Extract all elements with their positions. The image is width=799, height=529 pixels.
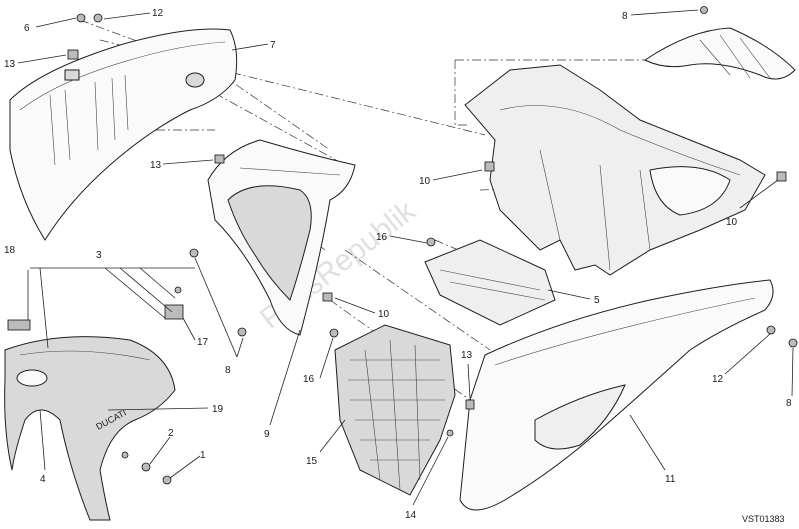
reference-code: VST01383 — [742, 514, 785, 524]
rear-subframe — [464, 64, 766, 276]
under-tray — [424, 239, 556, 326]
pin-14 — [446, 429, 454, 437]
callout-8: 8 — [786, 398, 792, 409]
clip-13b — [214, 154, 225, 164]
callout-7: 7 — [270, 40, 276, 51]
callout-5: 5 — [594, 295, 600, 306]
callout-18: 18 — [4, 245, 16, 256]
washer-12 — [93, 13, 103, 23]
callout-10: 10 — [378, 309, 390, 320]
screw-1 — [162, 475, 172, 485]
screw-8c — [237, 327, 247, 337]
hardware — [7, 6, 798, 485]
screw-8a — [700, 6, 708, 14]
callout-13: 13 — [150, 160, 162, 171]
bracket-17 — [164, 304, 184, 320]
clip-13a — [67, 49, 79, 60]
washer-2 — [141, 462, 151, 472]
clip-10c — [322, 292, 333, 302]
clip-10a — [484, 161, 495, 172]
callout-17: 17 — [197, 337, 209, 348]
leader-lines — [17, 9, 794, 506]
callout-13: 13 — [4, 59, 16, 70]
callout-19: 19 — [212, 404, 224, 415]
callout-3: 3 — [96, 250, 102, 261]
clip-10b — [776, 171, 787, 182]
screw-16a — [426, 237, 436, 247]
clip-13c — [465, 399, 475, 410]
callout-9: 9 — [264, 429, 270, 440]
screw-8b — [189, 248, 199, 258]
callout-10: 10 — [419, 176, 431, 187]
callout-16: 16 — [376, 232, 388, 243]
washer-12b — [766, 325, 776, 335]
callout-16: 16 — [303, 374, 315, 385]
mesh-grille — [334, 324, 456, 496]
screw-17 — [174, 286, 182, 294]
callout-13: 13 — [461, 350, 473, 361]
grommet — [121, 451, 129, 459]
callout-14: 14 — [405, 510, 417, 521]
callout-15: 15 — [306, 456, 318, 467]
callout-10: 10 — [726, 217, 738, 228]
callout-11: 11 — [665, 474, 676, 485]
callout-8: 8 — [622, 11, 628, 22]
callout-12: 12 — [712, 374, 724, 385]
side-fairing-upper — [9, 28, 238, 241]
screw-8d — [788, 338, 798, 348]
callout-8: 8 — [225, 365, 231, 376]
callout-12: 12 — [152, 8, 164, 19]
callout-4: 4 — [40, 474, 46, 485]
belly-fairing-lower — [459, 279, 774, 511]
screw-16b — [329, 328, 339, 338]
callout-6: 6 — [24, 23, 30, 34]
small-cover-top-right — [644, 27, 796, 80]
sticker-18 — [7, 319, 31, 331]
callout-1: 1 — [200, 450, 206, 461]
front-fender: DUCATI — [4, 336, 176, 521]
callout-numbers: 6 12 7 13 13 8 10 10 16 5 18 3 17 8 9 10… — [4, 8, 792, 521]
callout-2: 2 — [168, 428, 174, 439]
inner-frame-panel — [207, 139, 356, 336]
screw-6 — [76, 13, 86, 23]
